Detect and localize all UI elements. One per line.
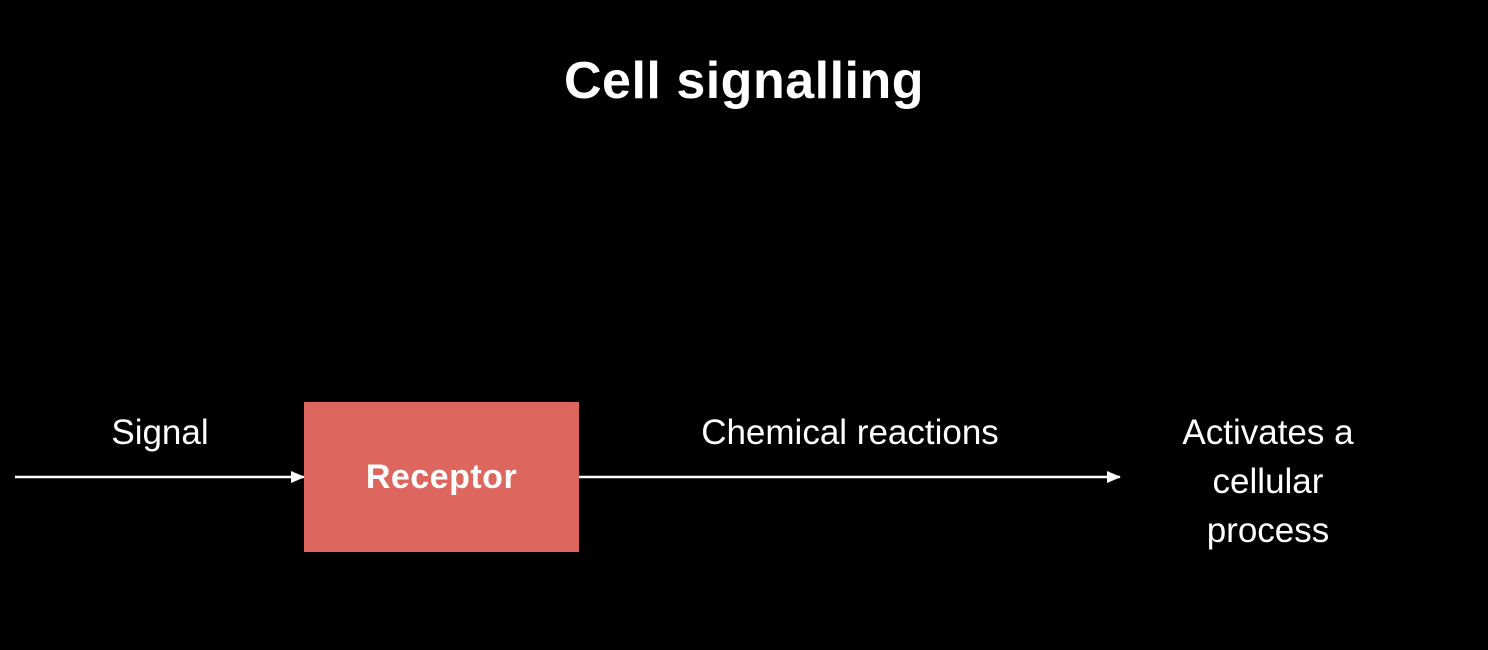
process-line-1: Activates a [1182, 413, 1354, 452]
process-line-3: process [1206, 511, 1330, 550]
cellular-process-label: Activates a cellular process [1148, 408, 1388, 555]
signal-label: Signal [111, 413, 209, 452]
slide-title: Cell signalling [564, 52, 924, 110]
process-line-2: cellular [1212, 462, 1324, 501]
receptor-label: Receptor [365, 457, 518, 496]
receptor-box: Receptor [304, 402, 579, 552]
chemical-reactions-label: Chemical reactions [701, 413, 999, 452]
